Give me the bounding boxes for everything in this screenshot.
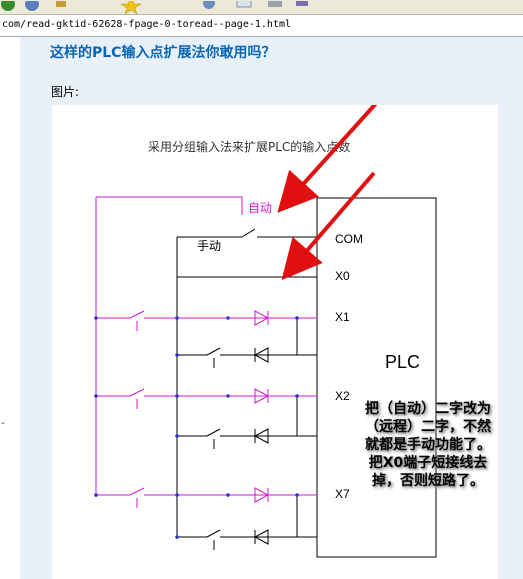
address-bar[interactable]: com/read-gktid-62628-fpage-0-toread--pag… — [0, 15, 523, 37]
label-manual: 手动 — [197, 239, 221, 253]
terminal-x0: X0 — [335, 269, 350, 283]
plc-label: PLC — [385, 352, 420, 372]
red-arrow-x0 — [281, 171, 376, 281]
toolbar-icons — [1, 0, 308, 14]
terminal-com: COM — [335, 232, 363, 246]
annotation-note: 把（自动）二字改为（远程）二字，不然就都是手动功能了。把X0端子短接线去掉，否则… — [365, 401, 491, 489]
plc-wiring-diagram: 采用分组输入法来扩展PLC的输入点数 PLC COM X0 X1 X2 X7 — [94, 105, 437, 558]
terminal-x2: X2 — [335, 389, 350, 403]
terminal-x1: X1 — [335, 310, 350, 324]
edit-icon[interactable] — [56, 1, 66, 7]
print-icon[interactable] — [268, 0, 282, 7]
left-sidebar: - — [0, 37, 20, 579]
forward-icon[interactable] — [25, 0, 39, 11]
sidebar-marker: - — [1, 418, 5, 429]
auto-circuit — [95, 196, 317, 508]
terminal-x7: X7 — [335, 487, 350, 501]
diagram-caption: 采用分组输入法来扩展PLC的输入点数 — [148, 139, 350, 154]
red-arrow-auto — [277, 105, 378, 213]
plc-box — [316, 197, 437, 558]
mail-icon[interactable] — [236, 0, 252, 8]
junction-dots — [94, 316, 299, 539]
back-icon[interactable] — [1, 0, 15, 11]
favorites-star-icon[interactable] — [120, 0, 142, 14]
circuit-figure: 采用分组输入法来扩展PLC的输入点数 PLC COM X0 X1 X2 X7 — [52, 105, 498, 579]
manual-circuit — [176, 228, 317, 550]
label-auto: 自动 — [248, 201, 272, 215]
image-label: 图片: — [51, 85, 80, 99]
discuss-icon[interactable] — [296, 0, 308, 6]
history-icon[interactable] — [203, 0, 215, 9]
post-title[interactable]: 这样的PLC输入点扩展法你敢用吗？ — [50, 45, 276, 61]
browser-toolbar — [0, 0, 523, 15]
url-text[interactable]: com/read-gktid-62628-fpage-0-toread--pag… — [2, 19, 291, 30]
